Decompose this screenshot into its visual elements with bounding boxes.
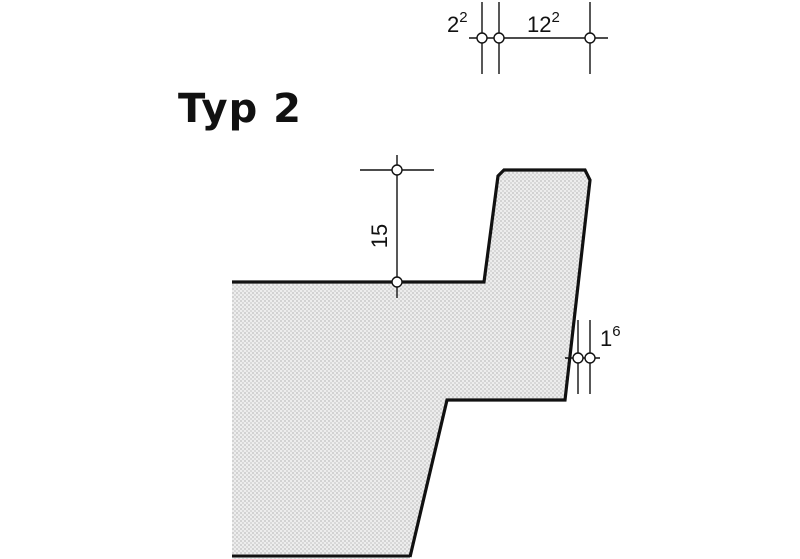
dim-top-small: 22: [447, 9, 468, 37]
offset-dimension: [565, 320, 600, 394]
section-outline: [232, 168, 592, 558]
dim-offset: 16: [600, 323, 621, 351]
top-dimension-chain: [469, 2, 608, 74]
section-fill: [232, 170, 590, 559]
dim-top-large: 122: [527, 9, 560, 37]
dim-height: 15: [367, 224, 392, 248]
drawing-title: Typ 2: [178, 86, 303, 132]
height-dimension: [360, 155, 434, 298]
